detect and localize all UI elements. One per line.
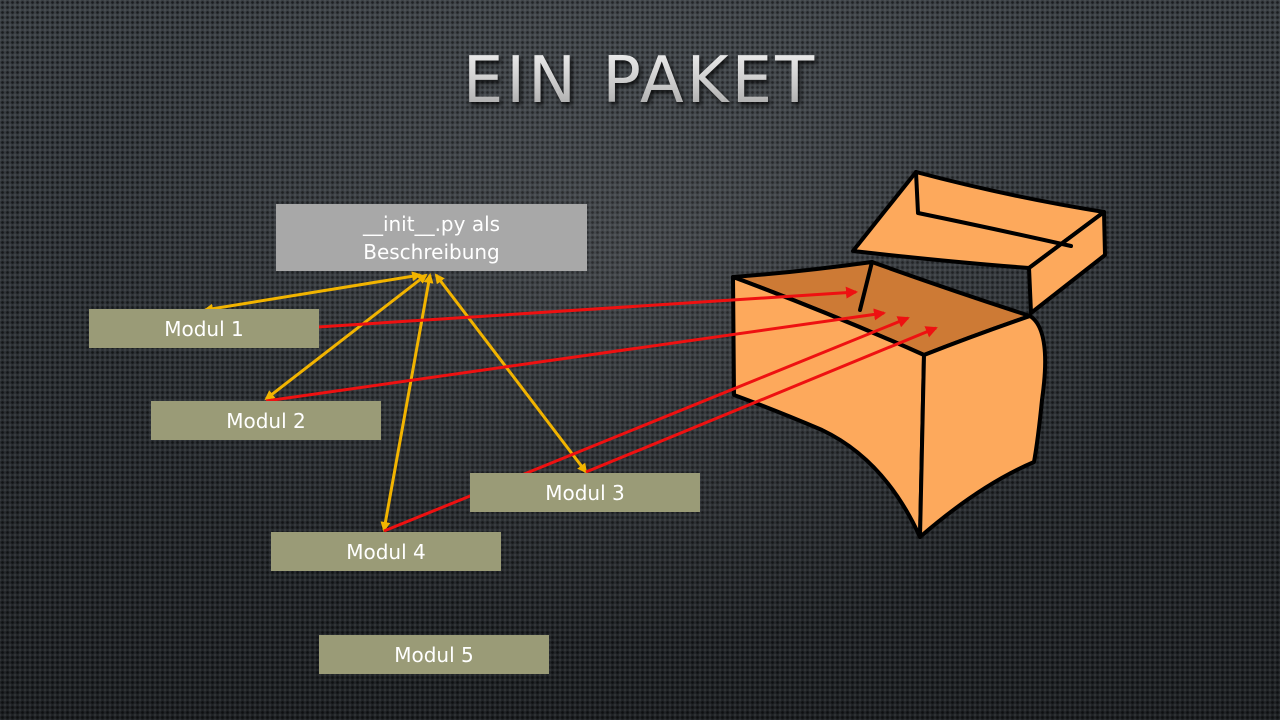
init-py-line1: __init__.py als (362, 211, 501, 236)
arrow-modul1-box (317, 286, 858, 329)
module-box-1: Modul 1 (89, 309, 319, 348)
init-py-line2: Beschreibung (363, 239, 500, 264)
arrow-init-modul4 (380, 273, 434, 532)
box-right-face (918, 314, 1048, 539)
box-lid-inner-line (914, 170, 1073, 248)
module-box-3: Modul 3 (470, 473, 700, 512)
arrow-init-modul1 (203, 271, 422, 314)
slide-title: Ein Paket (0, 44, 1280, 118)
box-lid-side (1027, 210, 1107, 315)
init-py-box: __init__.py als Beschreibung (276, 204, 587, 271)
package-box-illustration (731, 170, 1107, 539)
box-left-face (731, 275, 926, 539)
arrow-modul2-box (265, 308, 886, 403)
box-inside-divider (858, 260, 874, 312)
module-box-2: Modul 2 (151, 401, 381, 440)
module-box-5: Modul 5 (319, 635, 549, 674)
arrow-init-modul3 (434, 273, 588, 474)
module-box-4: Modul 4 (271, 532, 501, 571)
arrow-modul3-box (585, 326, 938, 474)
box-inside (731, 260, 1032, 357)
box-lid-top (851, 170, 1106, 270)
